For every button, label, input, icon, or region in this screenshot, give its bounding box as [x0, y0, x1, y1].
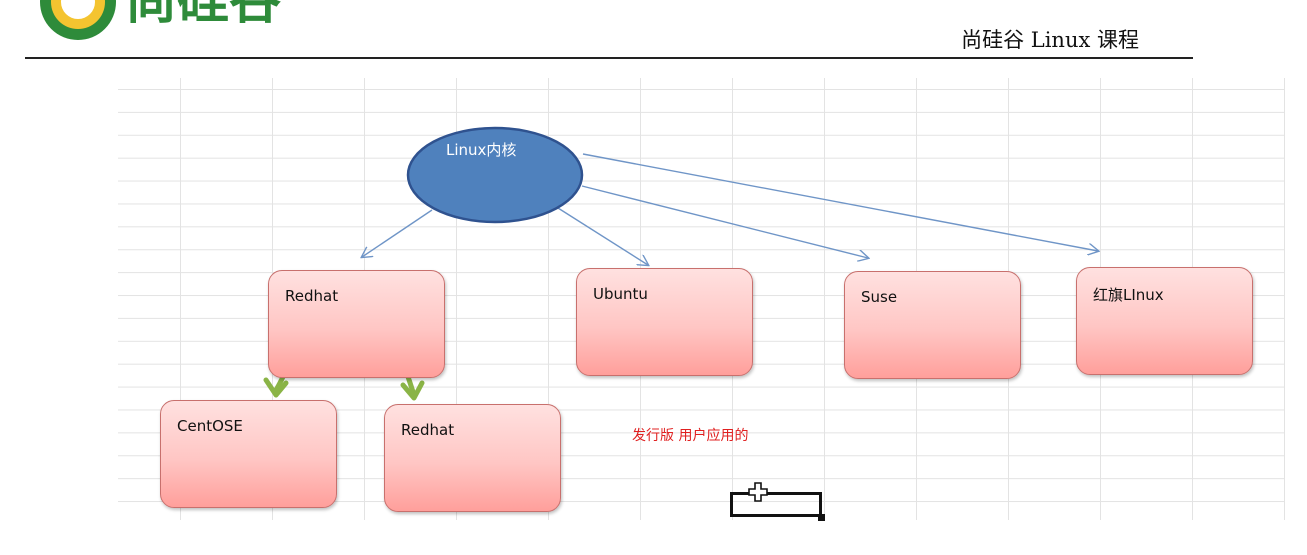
document-title: 尚硅谷 Linux 课程: [961, 28, 1139, 52]
node-suse-label: Suse: [861, 288, 898, 306]
node-hongqi-label: 红旗LInux: [1093, 286, 1164, 304]
node-suse: Suse: [844, 271, 1021, 379]
node-centose: CentOSE: [160, 400, 337, 508]
cell-cursor-icon: [748, 482, 768, 502]
node-redhat-child: Redhat: [384, 404, 561, 512]
svg-text:尚硅谷: 尚硅谷: [125, 0, 281, 31]
kernel-label: Linux内核: [446, 141, 517, 159]
node-hongqi: 红旗LInux: [1076, 267, 1253, 375]
node-ubuntu: Ubuntu: [576, 268, 753, 376]
header-rule: [25, 57, 1193, 59]
selected-cell[interactable]: [730, 492, 822, 517]
node-redhat-label: Redhat: [285, 287, 339, 305]
node-ubuntu-label: Ubuntu: [593, 285, 648, 303]
fill-handle[interactable]: [818, 514, 825, 521]
brand-logo: 尚硅谷: [30, 0, 330, 44]
node-redhat-child-label: Redhat: [401, 421, 455, 439]
node-centose-label: CentOSE: [177, 417, 243, 435]
annotation-note: 发行版 用户应用的: [632, 428, 749, 444]
node-redhat: Redhat: [268, 270, 445, 378]
